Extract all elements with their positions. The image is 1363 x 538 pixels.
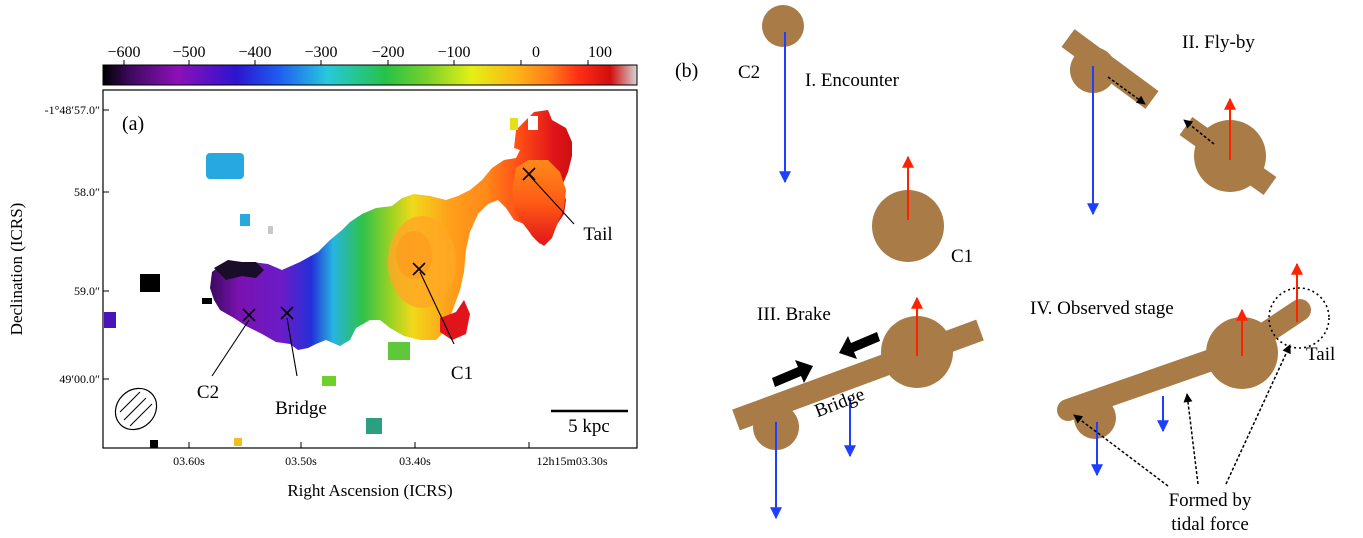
stage-title: III. Brake — [757, 304, 831, 325]
clump-green-2 — [322, 376, 336, 386]
brake-arrow-right — [772, 360, 813, 387]
galaxy-c2 — [762, 5, 804, 47]
clump-blue — [206, 153, 244, 179]
brake-arrow-left — [839, 332, 880, 359]
stage-flyby: II. Fly-by — [1061, 29, 1277, 216]
clump-black-edge — [150, 440, 158, 448]
pointer-arrow — [1073, 414, 1169, 487]
x-tick: 03.60s — [173, 454, 205, 468]
label-formed-line1: Formed by — [1169, 490, 1252, 511]
clump-teal — [366, 418, 382, 434]
clump-white — [528, 116, 538, 130]
colorbar-tick: −500 — [172, 44, 205, 61]
colorbar-tick: −600 — [107, 44, 140, 61]
colorbar-tick: −300 — [304, 44, 337, 61]
label-c2: C2 — [738, 62, 760, 83]
galaxy-c2 — [1074, 397, 1116, 439]
annotation-bridge: Bridge — [275, 398, 327, 419]
y-tick: -1°48′57.0″ — [45, 103, 100, 117]
label-c1: C1 — [951, 246, 973, 267]
map-frame — [102, 89, 638, 449]
annotation-c1: C1 — [451, 363, 473, 384]
clump-yellow — [234, 438, 242, 446]
annotation-c2: C2 — [197, 382, 219, 403]
clump-yellow-2 — [510, 118, 518, 130]
pointer-arrow — [1225, 344, 1291, 485]
colorbar-gradient — [102, 64, 638, 86]
clump-black-small — [202, 298, 212, 304]
label-tail: Tail — [1306, 344, 1335, 365]
colorbar-tick: −100 — [437, 44, 470, 61]
panel-b: (b) C2 I. Encounter C1 II. Fly-by — [675, 5, 1335, 535]
stage-observed: IV. Observed stage Tail Formed by tidal … — [1030, 262, 1335, 535]
panel-a: −600 −500 −400 −300 −200 −100 0 100 — [7, 44, 638, 500]
galaxy-c1 — [872, 190, 944, 262]
y-tick: 49′00.0″ — [59, 372, 100, 386]
clump-gray — [268, 226, 273, 234]
scale-bar-label: 5 kpc — [568, 416, 610, 437]
colorbar-tick: −200 — [371, 44, 404, 61]
panel-b-label: (b) — [675, 60, 698, 82]
y-tick: 59.0″ — [74, 284, 100, 298]
x-tick: 12h15m03.30s — [536, 454, 607, 468]
stage-encounter: C2 I. Encounter C1 — [738, 5, 973, 267]
colorbar: −600 −500 −400 −300 −200 −100 0 100 — [102, 44, 638, 86]
tail-highlight — [1268, 287, 1330, 349]
beam-ellipse — [114, 387, 158, 431]
tail-region — [512, 160, 566, 246]
stage-brake: III. Brake Bridge — [732, 296, 984, 520]
motion-arrow — [1183, 119, 1215, 145]
stage-title: I. Encounter — [805, 70, 900, 91]
pointer-arrow — [1183, 393, 1199, 485]
panel-a-label: (a) — [122, 113, 144, 135]
x-tick: 03.50s — [285, 454, 317, 468]
clump-cyan — [240, 214, 250, 226]
colorbar-tick: 0 — [532, 44, 540, 61]
c1-inner — [396, 231, 432, 279]
y-axis-label: Declination (ICRS) — [7, 203, 26, 336]
label-formed-line2: tidal force — [1171, 514, 1249, 535]
clump-purple — [104, 312, 116, 328]
x-axis-label: Right Ascension (ICRS) — [287, 481, 452, 500]
dark-region — [214, 260, 264, 280]
annotation-tail: Tail — [583, 224, 612, 245]
y-tick: 58.0″ — [74, 185, 100, 199]
stage-title: IV. Observed stage — [1030, 298, 1174, 319]
clump-black — [140, 274, 160, 292]
colorbar-tick: −400 — [238, 44, 271, 61]
clump-green — [388, 342, 410, 360]
stage-title: II. Fly-by — [1182, 32, 1255, 53]
motion-arrow — [1107, 76, 1146, 105]
colorbar-tick: 100 — [588, 44, 612, 61]
velocity-field — [210, 110, 572, 350]
x-tick: 03.40s — [399, 454, 431, 468]
velocity-map — [104, 110, 572, 448]
